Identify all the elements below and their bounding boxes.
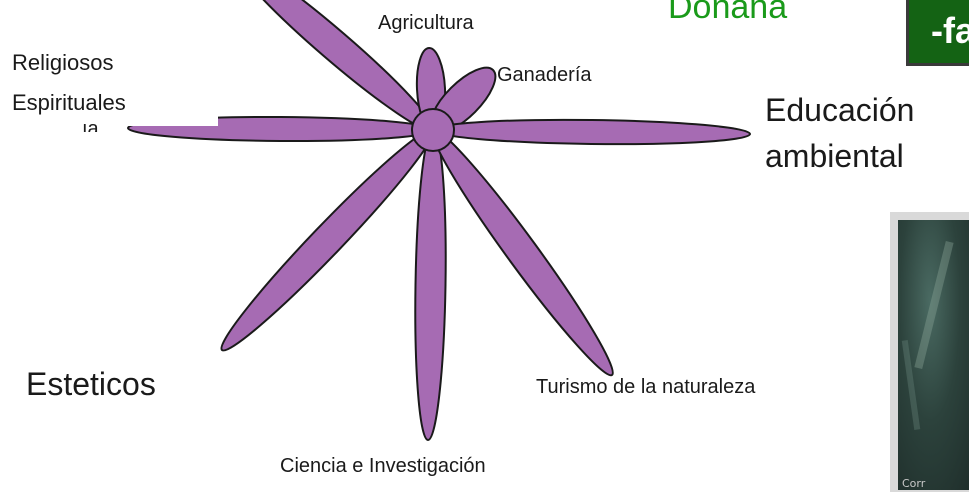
title-badge-text: -fa [931, 10, 969, 51]
label-ambiental: ambiental [765, 138, 904, 174]
satellite-photo: Corr [898, 220, 969, 490]
photo-detail [914, 240, 954, 370]
label-espirituales: Espirituales [12, 90, 126, 115]
label-ganaderia: Ganadería [497, 64, 592, 86]
photo-credit: Corr [902, 477, 926, 490]
label-esteticos: Esteticos [26, 366, 156, 402]
label-religiosos: Religiosos [12, 50, 114, 75]
petal-bottom-left [220, 128, 435, 352]
label-mask [122, 94, 218, 126]
flower-center [411, 108, 455, 152]
title-badge: -fa [906, 0, 969, 66]
page-title: Doñana [668, 0, 788, 26]
petal-bottom-right [431, 128, 614, 377]
label-ciencia: Ciencia e Investigación [280, 455, 486, 477]
petal-bottom [414, 128, 447, 442]
label-cut-fragment: ıa [82, 118, 99, 132]
label-turismo: Turismo de la naturaleza [536, 376, 756, 398]
petal-right [431, 118, 752, 146]
label-educacion: Educación [765, 92, 915, 128]
label-agricultura: Agricultura [378, 12, 474, 34]
